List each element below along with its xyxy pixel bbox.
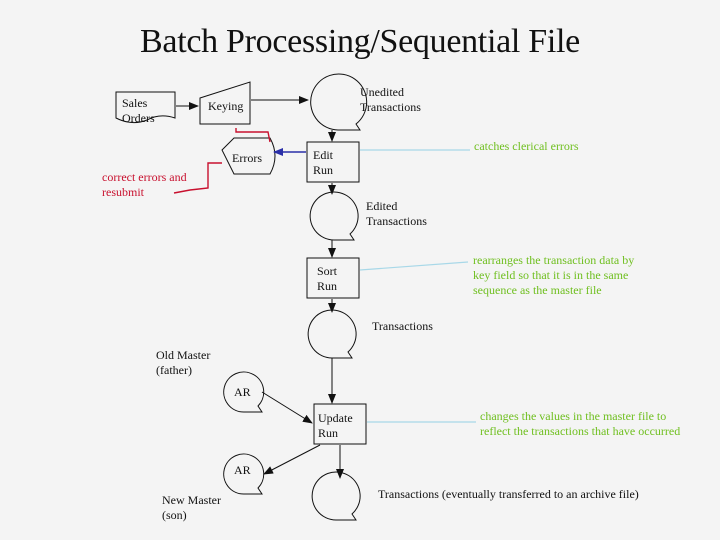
transactions-archive-label: Transactions (eventually transferred to …: [378, 487, 639, 501]
keying-label: Keying: [208, 99, 244, 113]
ar-new-label: AR: [234, 463, 251, 477]
edited-transactions-tape-shape: [309, 191, 359, 241]
edited-transactions-label: Edited Transactions: [366, 199, 427, 228]
unedited-transactions-label: Unedited Transactions: [360, 85, 421, 114]
update-run-note: changes the values in the master file to…: [480, 409, 681, 438]
update-run-label: Update Run: [318, 411, 353, 440]
sort-run-label: Sort Run: [317, 264, 338, 293]
edit-run-label: Edit Run: [313, 148, 334, 177]
sort-run-note: rearranges the transaction data by key f…: [473, 253, 635, 297]
line-resubmit-to-keying: [235, 128, 271, 143]
errors-label: Errors: [232, 151, 262, 165]
transactions-archive-tape-shape: [311, 471, 361, 521]
leader-sort-note: [359, 261, 469, 271]
transactions-tape-shape: [307, 309, 357, 359]
unedited-transactions-tape-shape: [310, 73, 368, 131]
errors-display-shape: [221, 137, 276, 175]
transactions-label: Transactions: [372, 319, 433, 333]
page-title: Batch Processing/Sequential File: [140, 23, 580, 60]
new-master-label: New Master (son): [162, 493, 221, 522]
old-master-label: Old Master (father): [156, 348, 211, 377]
edit-run-process-shape: [306, 141, 360, 183]
sales-orders-label: Sales Orders: [122, 96, 155, 125]
sort-run-process-shape: [306, 257, 360, 299]
keying-manual-input-shape: [199, 81, 251, 125]
sales-orders-document-shape: [115, 91, 176, 124]
line-errors-resubmit: [173, 162, 222, 194]
correct-errors-note: correct errors and resubmit: [102, 170, 187, 199]
ar-old-label: AR: [234, 385, 251, 399]
arrow-update-run-to-ar-new: [263, 444, 321, 475]
ar-old-master-tape-shape: [223, 371, 265, 413]
ar-new-master-tape-shape: [223, 453, 265, 495]
arrow-ar-old-to-update-run: [261, 391, 313, 424]
update-run-process-shape: [313, 403, 367, 445]
edit-run-note: catches clerical errors: [474, 139, 579, 153]
